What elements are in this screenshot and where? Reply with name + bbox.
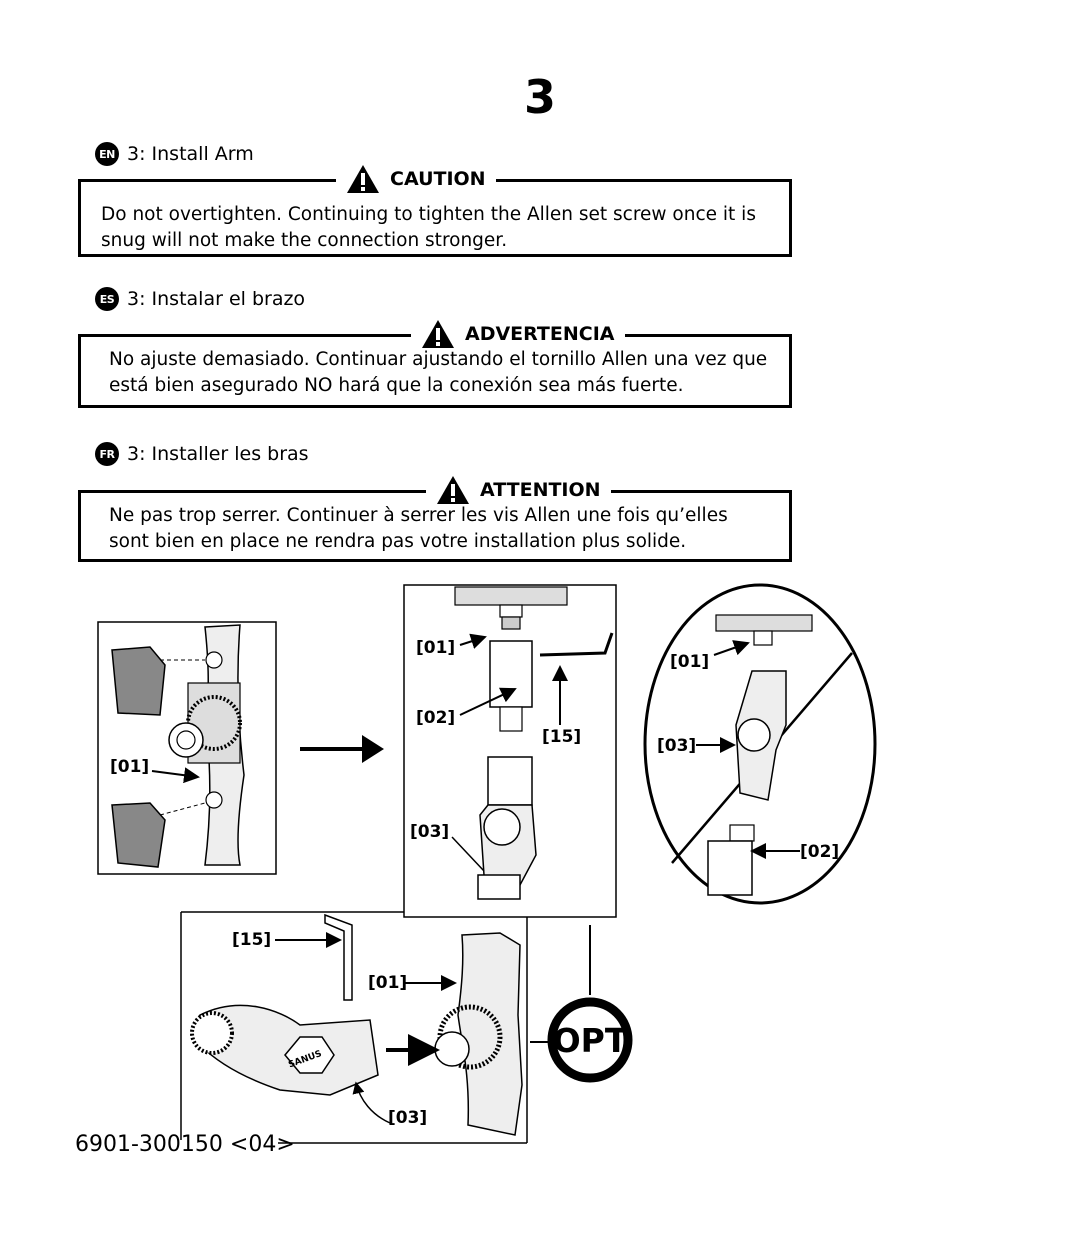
caution-box-fr: ATTENTION Ne pas trop serrer. Continuer … [78, 475, 792, 562]
warning-icon [347, 165, 379, 193]
label-bottom-15: [15] [232, 930, 271, 950]
installation-illustration: [01] [01] [02] [15] [03] [01] [97, 583, 877, 1144]
caution-text-en: Do not overtighten. Continuing to tighte… [101, 204, 756, 251]
label-mid-15: [15] [542, 727, 581, 747]
label-circle-02: [02] [800, 842, 839, 862]
heading-fr-text: 3: Installer les bras [127, 443, 309, 465]
label-bottom-01: [01] [368, 973, 407, 993]
label-circle-03: [03] [657, 736, 696, 756]
incorrect-assembly-circle [643, 583, 877, 905]
caution-title-es: ADVERTENCIA [411, 319, 625, 349]
caution-box-en: CAUTION Do not overtighten. Continuing t… [78, 164, 792, 257]
heading-en: EN 3: Install Arm [95, 142, 254, 166]
lang-badge-es: ES [95, 287, 119, 311]
mount-plate-panel [97, 621, 277, 875]
opt-badge [530, 925, 633, 1083]
heading-en-text: 3: Install Arm [127, 143, 254, 165]
heading-fr: FR 3: Installer les bras [95, 442, 309, 466]
caution-box-es: ADVERTENCIA No ajuste demasiado. Continu… [78, 319, 792, 408]
caution-title-text: ADVERTENCIA [465, 323, 615, 345]
lang-badge-en: EN [95, 142, 119, 166]
caution-title-text: CAUTION [390, 168, 486, 190]
heading-es-text: 3: Instalar el brazo [127, 288, 306, 310]
caution-title-en: CAUTION [336, 164, 496, 194]
arm-attach-panel: SANUS [180, 911, 528, 1144]
label-left-01: [01] [110, 757, 149, 777]
page-number: 3 [523, 70, 556, 124]
label-circle-01: [01] [670, 652, 709, 672]
label-mid-02: [02] [416, 708, 455, 728]
caution-text-es: No ajuste demasiado. Continuar ajustando… [109, 349, 768, 396]
document-code: 6901-300150 <04> [75, 1132, 295, 1157]
step-arrow-head [362, 735, 384, 763]
opt-badge-text: OPT [553, 1021, 628, 1060]
label-mid-01: [01] [416, 638, 455, 658]
warning-icon [437, 476, 469, 504]
caution-title-fr: ATTENTION [426, 475, 611, 505]
warning-icon [422, 320, 454, 348]
caution-text-fr: Ne pas trop serrer. Continuer à serrer l… [109, 505, 728, 552]
arm-exploded-panel [403, 584, 617, 918]
caution-title-text: ATTENTION [480, 479, 601, 501]
lang-badge-fr: FR [95, 442, 119, 466]
label-mid-03: [03] [410, 822, 449, 842]
heading-es: ES 3: Instalar el brazo [95, 287, 305, 311]
label-bottom-03: [03] [388, 1108, 427, 1128]
